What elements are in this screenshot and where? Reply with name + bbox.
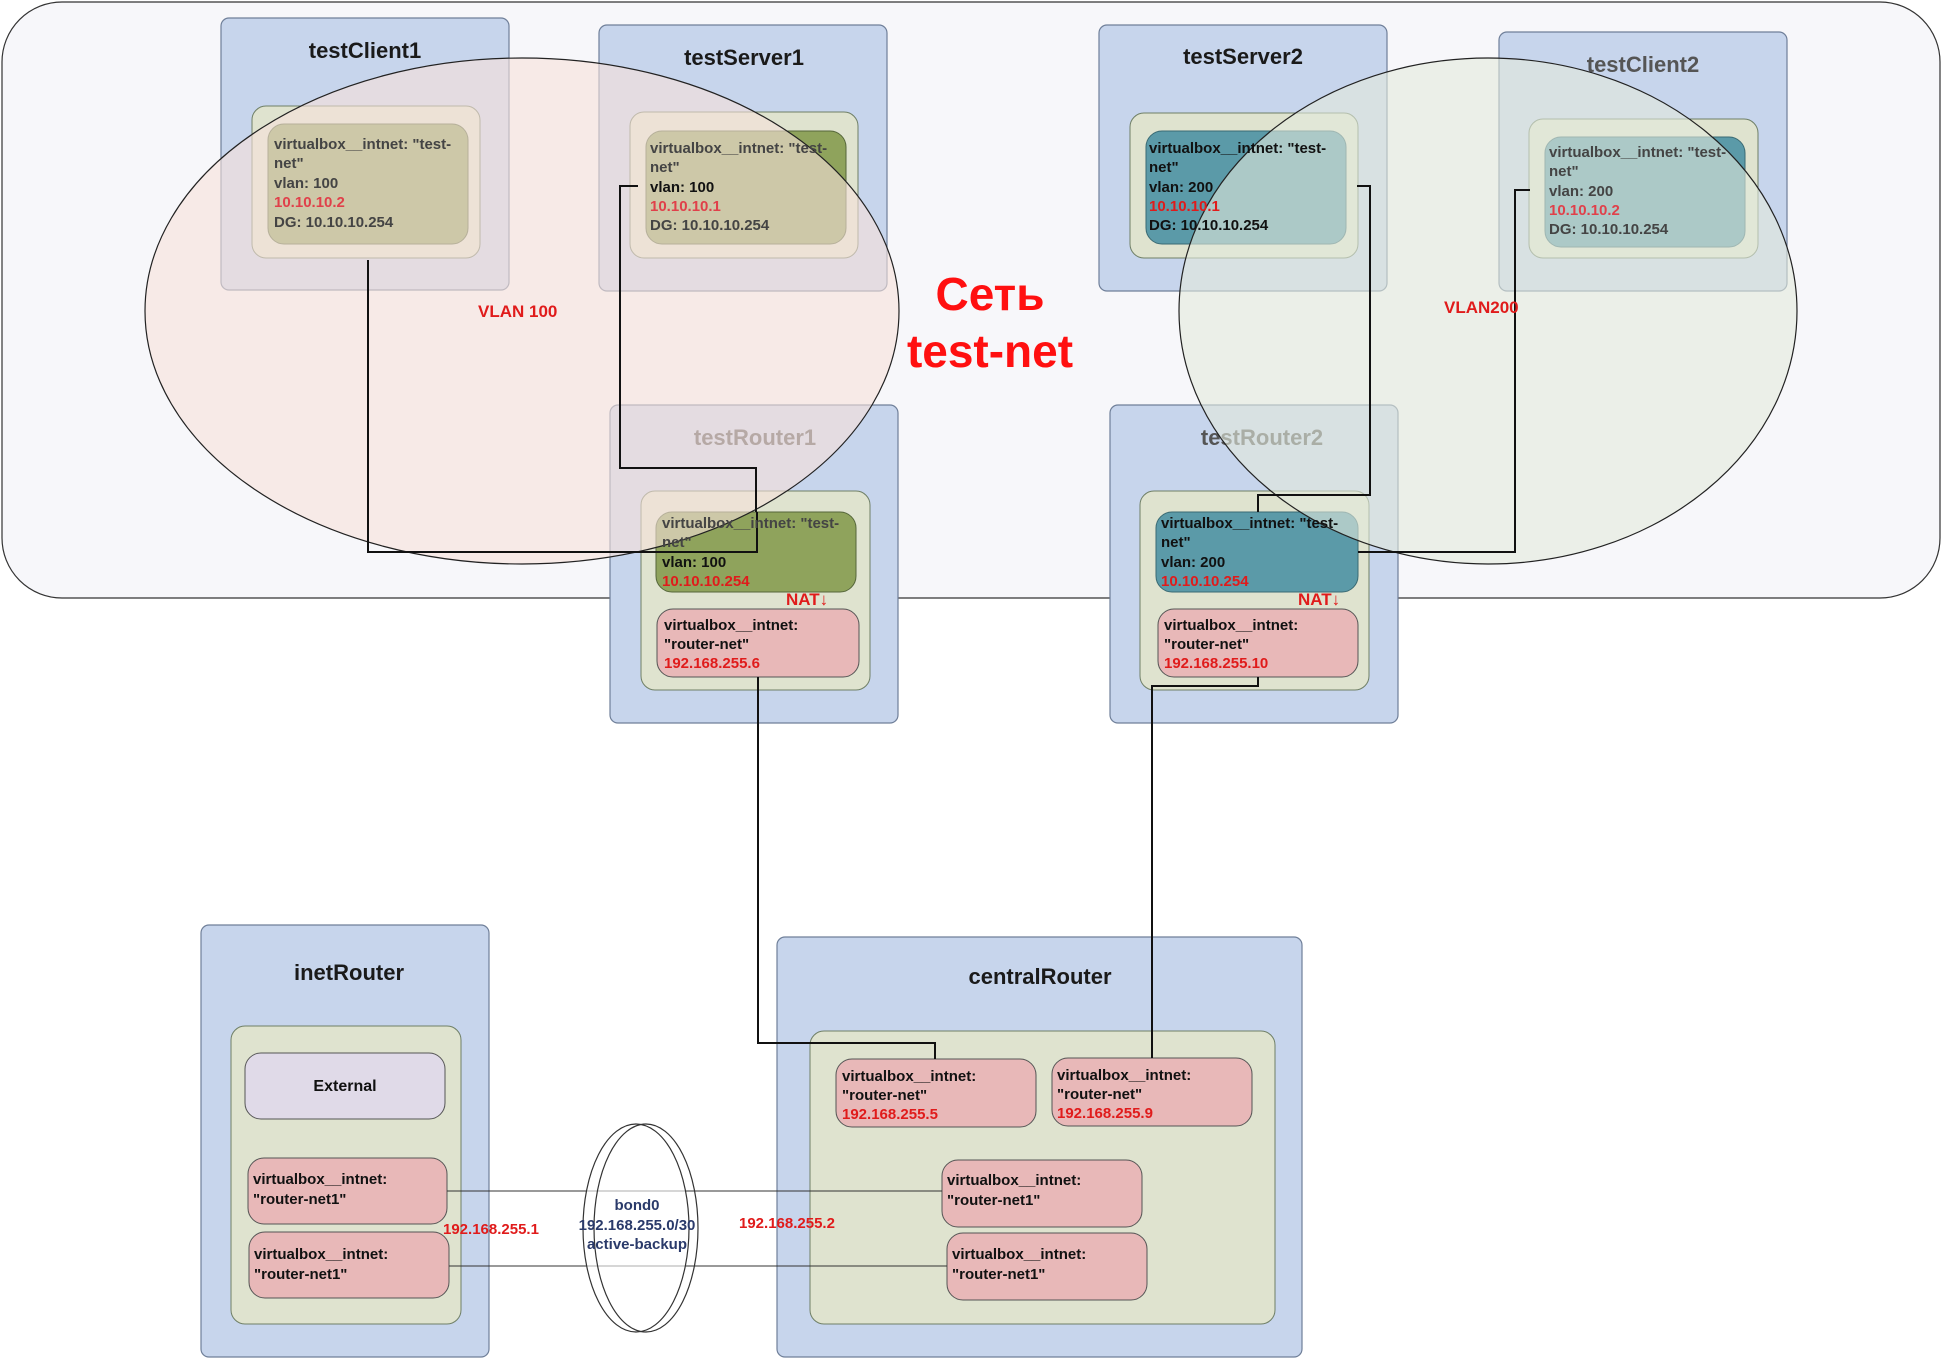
vlan200-zone — [1178, 57, 1798, 565]
iface-testRouter1-router-net: virtualbox__intnet: "router-net" 192.168… — [664, 617, 798, 672]
iface-testRouter2-router-net: virtualbox__intnet: "router-net" 192.168… — [1164, 617, 1298, 672]
svg-text:10.10.10.254: 10.10.10.254 — [662, 573, 750, 590]
svg-text:net": net" — [650, 159, 680, 176]
svg-text:virtualbox__intnet:: virtualbox__intnet: — [664, 617, 798, 634]
svg-text:DG: 10.10.10.254: DG: 10.10.10.254 — [650, 217, 770, 234]
svg-text:"router-net1": "router-net1" — [947, 1192, 1040, 1209]
svg-text:bond0: bond0 — [615, 1197, 660, 1214]
iface-testClient1-test-net: virtualbox__intnet: "test- net" vlan: 10… — [274, 136, 451, 231]
svg-text:net": net" — [1549, 163, 1579, 180]
svg-text:"router-net1": "router-net1" — [254, 1266, 347, 1283]
svg-text:10.10.10.1: 10.10.10.1 — [1149, 198, 1220, 215]
svg-text:vlan: 100: vlan: 100 — [650, 179, 714, 196]
svg-text:virtualbox__intnet: "test-: virtualbox__intnet: "test- — [1549, 144, 1726, 161]
svg-text:virtualbox__intnet:: virtualbox__intnet: — [253, 1171, 387, 1188]
svg-text:virtualbox__intnet:: virtualbox__intnet: — [1057, 1067, 1191, 1084]
nat-label-testRouter2: NAT↓ — [1298, 590, 1340, 609]
vlan100-zone — [144, 57, 900, 565]
iface-centralRouter-router-net1-a: virtualbox__intnet: "router-net1" — [947, 1172, 1081, 1209]
iface-centralRouter-router-net-b: virtualbox__intnet: "router-net" 192.168… — [1057, 1067, 1191, 1122]
svg-text:vlan: 200: vlan: 200 — [1161, 554, 1225, 571]
iface-testServer1-test-net: virtualbox__intnet: "test- net" vlan: 10… — [650, 140, 827, 234]
svg-text:DG: 10.10.10.254: DG: 10.10.10.254 — [1149, 217, 1269, 234]
network-title-line2: test-net — [907, 325, 1073, 377]
svg-text:virtualbox__intnet: "test-: virtualbox__intnet: "test- — [650, 140, 827, 157]
host-centralRouter: centralRouter — [776, 936, 1303, 1358]
svg-text:virtualbox__intnet: "test-: virtualbox__intnet: "test- — [1149, 140, 1326, 157]
svg-text:192.168.255.0/30: 192.168.255.0/30 — [579, 1217, 696, 1234]
svg-text:192.168.255.10: 192.168.255.10 — [1164, 655, 1268, 672]
svg-text:virtualbox__intnet:: virtualbox__intnet: — [1164, 617, 1298, 634]
iface-testServer2-test-net: virtualbox__intnet: "test- net" vlan: 20… — [1149, 140, 1326, 234]
nat-label-testRouter1: NAT↓ — [786, 590, 828, 609]
host-title-testServer1: testServer1 — [684, 45, 804, 70]
iface-centralRouter-router-net1-b: virtualbox__intnet: "router-net1" — [952, 1246, 1086, 1283]
iface-inetRouter-external: External — [313, 1078, 376, 1095]
host-title-testServer2: testServer2 — [1183, 44, 1303, 69]
bond0-ellipse-inner — [593, 1123, 699, 1333]
wire-testServer2-testRouter2 — [1257, 185, 1371, 512]
iface-testClient2-test-net: virtualbox__intnet: "test- net" vlan: 20… — [1549, 144, 1726, 238]
svg-text:net": net" — [662, 534, 692, 551]
wire-testClient1-testRouter1 — [367, 260, 758, 553]
svg-text:virtualbox__intnet:: virtualbox__intnet: — [947, 1172, 1081, 1189]
svg-text:10.10.10.1: 10.10.10.1 — [650, 198, 721, 215]
svg-text:vlan: 200: vlan: 200 — [1149, 179, 1213, 196]
svg-text:vlan: 100: vlan: 100 — [662, 554, 726, 571]
wire-testRouter2-centralRouter — [1151, 677, 1259, 1058]
svg-text:192.168.255.6: 192.168.255.6 — [664, 655, 760, 672]
iface-centralRouter-router-net-a: virtualbox__intnet: "router-net" 192.168… — [842, 1068, 976, 1123]
svg-text:virtualbox__intnet:: virtualbox__intnet: — [254, 1246, 388, 1263]
iface-inetRouter-router-net1-a: virtualbox__intnet: "router-net1" — [253, 1171, 387, 1208]
svg-text:virtualbox__intnet: "test-: virtualbox__intnet: "test- — [274, 136, 451, 153]
svg-text:DG: 10.10.10.254: DG: 10.10.10.254 — [274, 214, 394, 231]
bond0-label: bond0 192.168.255.0/30 active-backup — [579, 1197, 696, 1253]
wire-testClient2-testRouter2 — [1358, 189, 1530, 553]
iface-testRouter2-test-net: virtualbox__intnet: "test- net" vlan: 20… — [1161, 515, 1338, 590]
iface-testRouter1-test-net: virtualbox__intnet: "test- net" vlan: 10… — [662, 515, 839, 590]
vlan100-label: VLAN 100 — [478, 302, 557, 321]
svg-text:vlan: 200: vlan: 200 — [1549, 183, 1613, 200]
svg-text:"router-net": "router-net" — [1057, 1086, 1142, 1103]
svg-text:net": net" — [274, 155, 304, 172]
svg-text:vlan: 100: vlan: 100 — [274, 175, 338, 192]
bond0-ellipse-outer — [582, 1123, 690, 1333]
wire-testServer1-testRouter1 — [619, 185, 757, 512]
wire-testRouter1-centralRouter — [757, 677, 936, 1059]
svg-text:192.168.255.9: 192.168.255.9 — [1057, 1105, 1153, 1122]
svg-text:"router-net": "router-net" — [664, 636, 749, 653]
svg-text:192.168.255.5: 192.168.255.5 — [842, 1106, 938, 1123]
host-title-inetRouter: inetRouter — [294, 960, 404, 985]
svg-text:DG: 10.10.10.254: DG: 10.10.10.254 — [1549, 221, 1669, 238]
vlan200-label: VLAN200 — [1444, 298, 1519, 317]
svg-text:virtualbox__intnet: "test-: virtualbox__intnet: "test- — [1161, 515, 1338, 532]
svg-text:10.10.10.254: 10.10.10.254 — [1161, 573, 1249, 590]
bond-ip-inetRouter: 192.168.255.1 — [443, 1221, 539, 1238]
iface-inetRouter-router-net1-b: virtualbox__intnet: "router-net1" — [254, 1246, 388, 1283]
host-title-centralRouter: centralRouter — [968, 964, 1111, 989]
svg-text:virtualbox__intnet:: virtualbox__intnet: — [952, 1246, 1086, 1263]
svg-text:net": net" — [1149, 159, 1179, 176]
svg-text:"router-net1": "router-net1" — [253, 1191, 346, 1208]
svg-text:net": net" — [1161, 534, 1191, 551]
host-title-testClient1: testClient1 — [309, 38, 421, 63]
svg-text:"router-net": "router-net" — [842, 1087, 927, 1104]
network-title-line1: Сеть — [935, 268, 1044, 320]
host-title-testClient2: testClient2 — [1587, 52, 1699, 77]
svg-text:virtualbox__intnet: "test-: virtualbox__intnet: "test- — [662, 515, 839, 532]
svg-text:active-backup: active-backup — [587, 1236, 687, 1253]
svg-text:virtualbox__intnet:: virtualbox__intnet: — [842, 1068, 976, 1085]
svg-text:10.10.10.2: 10.10.10.2 — [274, 194, 345, 211]
svg-text:10.10.10.2: 10.10.10.2 — [1549, 202, 1620, 219]
bond-ip-centralRouter: 192.168.255.2 — [739, 1215, 835, 1232]
svg-text:"router-net1": "router-net1" — [952, 1266, 1045, 1283]
host-inetRouter: inetRouter — [200, 924, 490, 1358]
svg-text:"router-net": "router-net" — [1164, 636, 1249, 653]
